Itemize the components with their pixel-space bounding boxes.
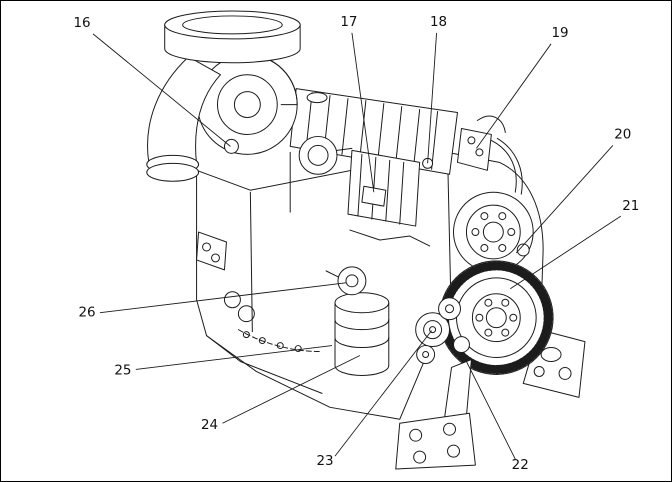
callout-label-23: 23 [316, 454, 333, 469]
engine-illustration [146, 10, 586, 470]
vibration-damper [453, 191, 534, 273]
callout-label-26: 26 [78, 306, 95, 321]
left-mounting-bracket [196, 231, 227, 271]
callout-leader-20 [515, 145, 614, 254]
callout-label-25: 25 [114, 363, 131, 378]
callout-layer: 16 17 18 19 20 21 22 23 24 25 26 [74, 15, 640, 473]
belt-pulleys [415, 297, 470, 364]
callout-label-20: 20 [614, 127, 631, 142]
callout-label-18: 18 [430, 15, 447, 30]
callout-label-16: 16 [74, 16, 91, 31]
oil-filter [334, 292, 390, 376]
coolant-hose [490, 137, 523, 195]
callout-label-21: 21 [622, 199, 639, 214]
callout-leader-18 [427, 32, 438, 164]
callout-leader-25 [135, 345, 333, 370]
callout-leader-22 [466, 361, 516, 460]
callout-leader-23 [334, 330, 432, 457]
callout-label-19: 19 [552, 26, 569, 41]
callout-leader-24 [222, 355, 361, 424]
breather [298, 135, 353, 175]
wiring-harness [237, 329, 321, 353]
lower-mounting-foot [395, 359, 476, 470]
callout-label-17: 17 [340, 15, 357, 30]
callout-leader-21 [510, 215, 622, 290]
callout-leader-17 [351, 32, 375, 193]
engine-block [196, 151, 470, 420]
callout-leader-16 [92, 33, 231, 147]
alternator [325, 266, 367, 296]
intake-elbow-pipe [146, 56, 221, 182]
fuel-injection-cluster [347, 149, 434, 247]
callout-leader-19 [476, 43, 552, 149]
callout-label-24: 24 [201, 418, 218, 433]
air-cleaner [164, 10, 301, 64]
callout-label-22: 22 [512, 458, 529, 473]
callout-leader-26 [99, 282, 347, 314]
